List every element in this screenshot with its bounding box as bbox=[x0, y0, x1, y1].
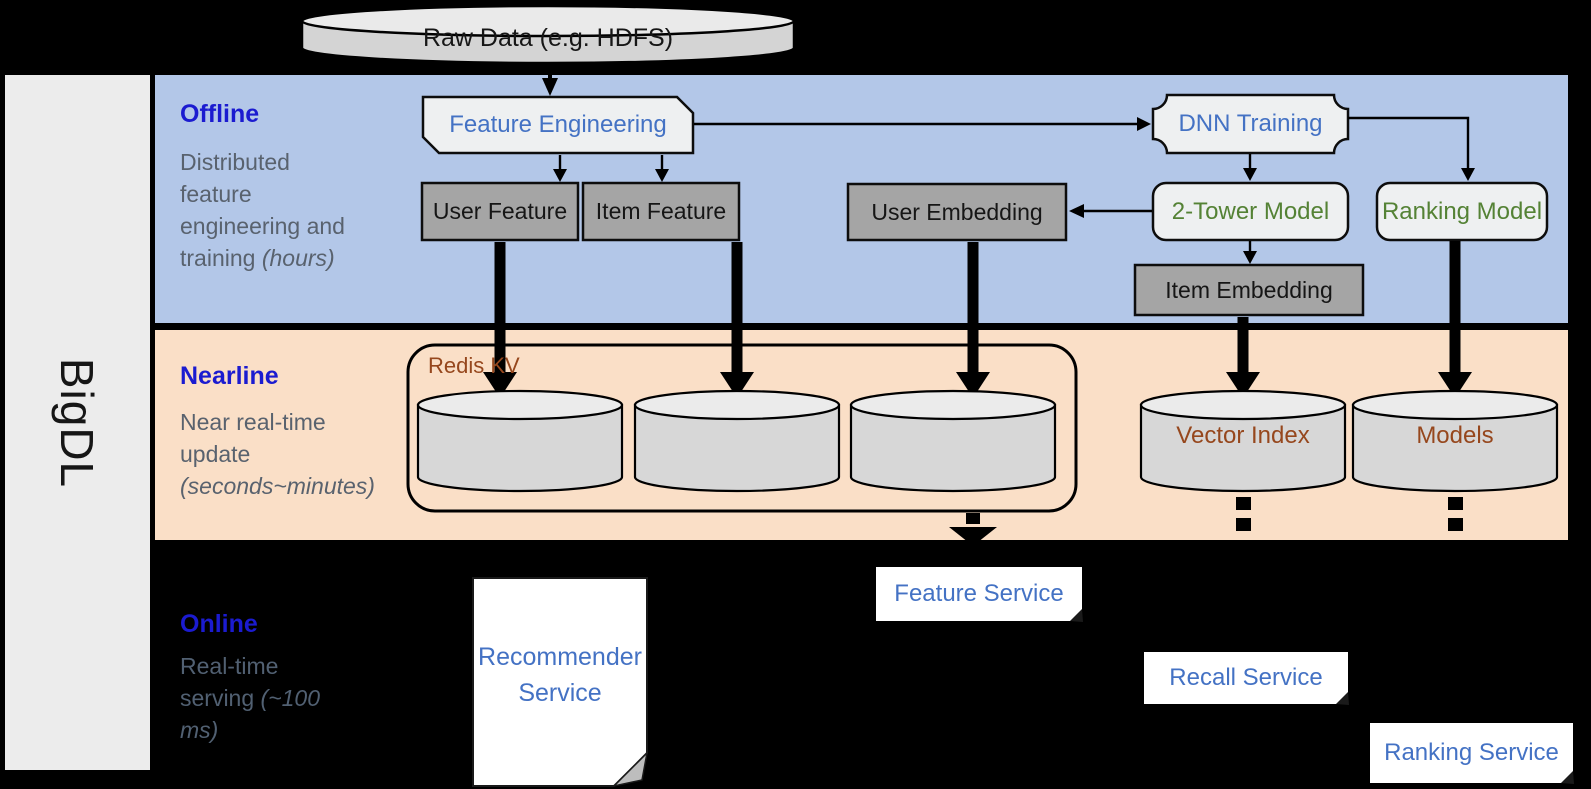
dnn-training-shape bbox=[1151, 93, 1350, 155]
arrow-twotower-to-itemembedding bbox=[1243, 241, 1257, 264]
arrow-fe-to-userfeature bbox=[553, 155, 567, 182]
item-embedding-label: Item Embedding bbox=[1165, 276, 1333, 303]
thick-arrow-itemembedding-to-vectorindex bbox=[1226, 317, 1260, 398]
user-embedding-shape bbox=[846, 182, 1068, 242]
item-embedding-shape bbox=[1133, 263, 1365, 317]
recall-service-label: Recall Service bbox=[1169, 664, 1323, 691]
offline-description: Distributed feature engineering and trai… bbox=[180, 146, 352, 274]
feature-engineering-shape bbox=[421, 95, 695, 155]
feature-engineering-label: Feature Engineering bbox=[449, 111, 667, 138]
offline-title: Offline bbox=[180, 100, 260, 128]
nearline-desc-em: (seconds~minutes) bbox=[180, 473, 375, 499]
redis-cylinder-3 bbox=[849, 389, 1057, 493]
item-feature-label: Item Feature bbox=[595, 198, 727, 224]
ranking-service-label: Ranking Service bbox=[1384, 739, 1559, 766]
thick-arrow-userembedding-to-redis bbox=[956, 242, 990, 398]
offline-desc-text: Distributed feature engineering and trai… bbox=[180, 149, 345, 271]
redis-cylinder-1 bbox=[416, 389, 624, 493]
recall-service-shape bbox=[1144, 652, 1349, 705]
user-feature-shape bbox=[420, 181, 580, 242]
online-description: Real-time serving (~100 ms) bbox=[180, 650, 332, 746]
arrow-dnn-to-rankingmodel bbox=[1348, 116, 1475, 181]
user-embedding-label: User Embedding bbox=[871, 198, 1043, 225]
nearline-title: Nearline bbox=[180, 362, 279, 390]
arrow-twotower-to-userembedding bbox=[1069, 204, 1152, 218]
offline-desc-em: (hours) bbox=[261, 245, 335, 271]
arrow-rawdata-to-fe bbox=[542, 63, 558, 96]
redis-kv-container bbox=[406, 343, 1078, 513]
dashed-connector-models bbox=[1448, 497, 1463, 531]
ranking-model-label: Ranking Model bbox=[1381, 197, 1543, 225]
bigdl-sidebar: BigDL bbox=[5, 75, 150, 770]
recommender-service-document bbox=[472, 577, 649, 788]
arrow-fe-to-itemfeature bbox=[655, 155, 669, 182]
dnn-training-label: DNN Training bbox=[1178, 110, 1323, 137]
recommender-service-label: Recommender Service bbox=[478, 643, 642, 707]
redis-cylinder-2 bbox=[633, 389, 841, 493]
online-desc-text: Real-time serving bbox=[180, 653, 279, 711]
two-tower-model-label: 2-Tower Model bbox=[1171, 197, 1330, 225]
models-label: Models bbox=[1416, 422, 1494, 449]
feature-service-shape bbox=[876, 567, 1083, 622]
online-desc-em: (~100 ms) bbox=[180, 685, 321, 743]
thick-arrow-rankingmodel-to-models bbox=[1438, 241, 1472, 398]
ranking-service-shape bbox=[1370, 723, 1574, 784]
models-cylinder bbox=[1351, 389, 1559, 493]
nearline-desc-text: Near real-time update bbox=[180, 409, 326, 467]
nearline-description: Near real-time update (seconds~minutes) bbox=[180, 406, 385, 502]
feature-service-label: Feature Service bbox=[894, 580, 1064, 607]
vector-index-cylinder bbox=[1139, 389, 1347, 493]
raw-data-cylinder bbox=[300, 4, 796, 65]
thick-arrow-itemfeature-to-redis bbox=[720, 242, 754, 398]
arrow-dnn-to-twotower bbox=[1243, 154, 1257, 181]
item-feature-shape bbox=[581, 181, 741, 242]
two-tower-model-shape bbox=[1151, 181, 1350, 242]
redis-kv-label: Redis KV bbox=[428, 353, 520, 378]
online-title: Online bbox=[180, 610, 258, 638]
user-feature-label: User Feature bbox=[432, 198, 568, 224]
ranking-model-shape bbox=[1375, 181, 1549, 242]
dashed-connector-vectorindex bbox=[1236, 497, 1251, 531]
raw-data-label: Raw Data (e.g. HDFS) bbox=[422, 23, 674, 52]
arrow-fe-to-dnn bbox=[694, 117, 1151, 131]
vector-index-label: Vector Index bbox=[1176, 422, 1310, 449]
dashed-arrow-redis-to-featureservice bbox=[949, 513, 997, 546]
thick-arrow-userfeature-to-redis bbox=[483, 242, 517, 398]
